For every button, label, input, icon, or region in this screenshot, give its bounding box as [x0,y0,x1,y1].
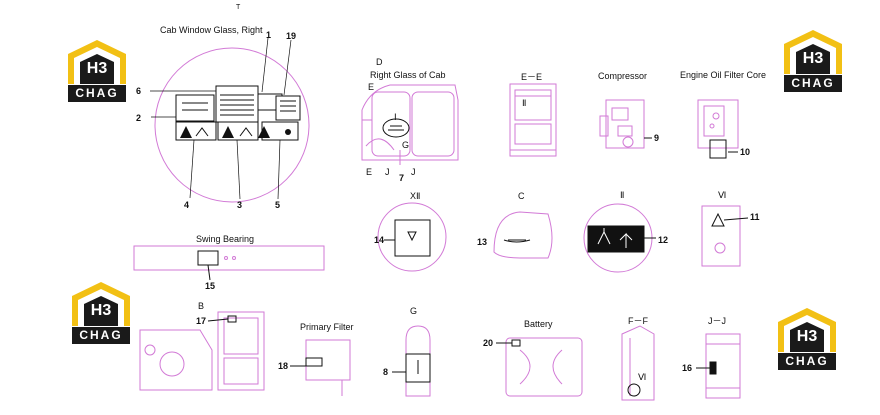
mark-g: G [402,140,410,150]
callout-13: 13 [477,237,488,247]
hchag-logo-top-right: H3 CHAG [778,28,848,94]
callout-7: 7 [399,173,405,183]
callout-2: 2 [136,113,142,123]
callout-18: 18 [278,361,289,371]
hchag-logo-mark [72,282,130,326]
logo-word: CHAG [72,327,130,344]
callout-19: 19 [286,31,297,41]
title-oil-filter: Engine Oil Filter Core [680,70,767,80]
section-jj-drawing [696,333,741,399]
title-view-b: B [198,301,205,311]
callout-9: 9 [654,133,660,143]
view-b-drawing [139,311,265,391]
view-xii-circle [377,202,447,272]
callout-12: 12 [658,235,669,245]
compressor-drawing [599,99,652,149]
title-section-ff: F－F [628,316,648,326]
callout-1: 1 [266,30,272,40]
logo-mark-text: H3 [86,60,108,77]
oil-filter-drawing [697,99,739,159]
swing-bearing-drawing [133,245,325,281]
callout-17: 17 [196,316,207,326]
title-cab-window: Cab Window Glass, Right [160,25,263,35]
view-c-drawing [493,211,553,259]
mark-e-top: E [368,82,375,92]
top-marker: T [236,4,241,11]
hchag-logo-mark [68,40,126,84]
callout-8: 8 [383,367,389,377]
title-view-c: C [518,191,525,201]
callout-15: 15 [205,281,216,291]
hchag-logo-top-left: H3 CHAG [62,38,132,104]
view-vi-drawing [701,205,749,267]
title-section-jj: J－J [708,316,727,326]
warning-decal-group [175,85,301,141]
title-view-ii: Ⅱ [620,190,625,200]
title-primary-filter: Primary Filter [300,322,354,332]
title-view-g: G [410,306,418,316]
callout-20: 20 [483,338,494,348]
title-battery: Battery [524,319,553,329]
hchag-logo-mark [778,308,836,352]
section-ff-drawing [621,325,655,401]
title-view-vi: Ⅵ [718,190,727,200]
title-view-xii: XⅡ [410,191,421,201]
callout-16: 16 [682,363,693,373]
logo-mark-text: H3 [802,50,824,67]
view-ii-circle [583,203,656,273]
cab-window-circle-group [150,37,310,203]
callout-3: 3 [237,200,243,210]
title-swing-bearing: Swing Bearing [196,234,255,244]
right-glass-drawing [361,84,459,165]
primary-filter-drawing [290,339,351,396]
logo-mark-text: H3 [90,302,112,319]
title-view-d: D [376,57,383,67]
callout-5: 5 [275,200,281,210]
callout-6: 6 [136,86,142,96]
mark-j-right: J [411,167,416,177]
callout-4: 4 [184,200,190,210]
logo-word: CHAG [778,353,836,370]
section-ee-drawing [509,83,557,157]
callout-11: 11 [750,212,760,222]
callout-14: 14 [374,235,385,245]
logo-word: CHAG [68,85,126,102]
mark-roman-i: Ⅰ [394,112,397,122]
hchag-logo-mark [784,30,842,74]
view-g-drawing [392,325,431,397]
mark-ff-roman-vi: Ⅵ [638,372,647,382]
title-section-ee: E－E [521,72,543,82]
title-compressor: Compressor [598,71,648,81]
hchag-logo-bottom-right: H3 CHAG [772,306,842,372]
callout-10: 10 [740,147,751,157]
logo-mark-text: H3 [796,328,818,345]
mark-e-bottom: E [366,167,373,177]
hchag-logo-bottom-left: H3 CHAG [66,280,136,346]
mark-j-left: J [385,167,390,177]
logo-word: CHAG [784,75,842,92]
cab-window-circle [154,47,310,203]
battery-drawing [496,337,583,397]
mark-ee-roman-ii: Ⅱ [522,98,527,108]
title-right-glass: Right Glass of Cab [370,70,446,80]
